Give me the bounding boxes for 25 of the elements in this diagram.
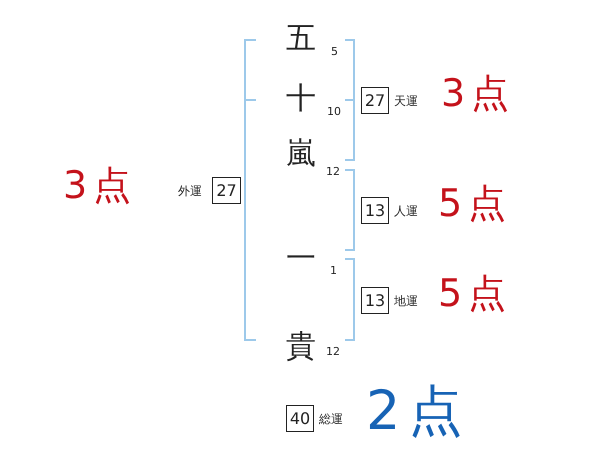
- score-text: 3点: [63, 166, 138, 204]
- score-text: 5点: [438, 274, 512, 312]
- number-box: 13: [361, 197, 389, 224]
- fortune-label: 総運: [319, 413, 343, 425]
- fortune-label: 人運: [394, 205, 418, 217]
- fortune-label: 天運: [394, 95, 418, 107]
- fortune-label: 外運: [178, 185, 202, 197]
- name-character: 一: [286, 244, 316, 274]
- number-box: 40: [286, 405, 314, 432]
- score-text: 5点: [438, 184, 512, 222]
- score-text: 3点: [441, 74, 516, 112]
- stroke-count: 10: [327, 106, 341, 117]
- score-text: 2点: [366, 384, 470, 438]
- name-character: 嵐: [286, 139, 316, 169]
- name-character: 十: [286, 84, 316, 114]
- stroke-count: 5: [331, 46, 338, 57]
- stroke-count: 12: [326, 346, 340, 357]
- fortune-label: 地運: [394, 295, 418, 307]
- stroke-count: 12: [326, 166, 340, 177]
- name-character: 五: [286, 24, 316, 54]
- number-box: 27: [212, 177, 241, 204]
- name-character: 貴: [286, 332, 316, 362]
- number-box: 13: [361, 287, 389, 314]
- stroke-count: 1: [330, 265, 337, 276]
- number-box: 27: [361, 87, 389, 114]
